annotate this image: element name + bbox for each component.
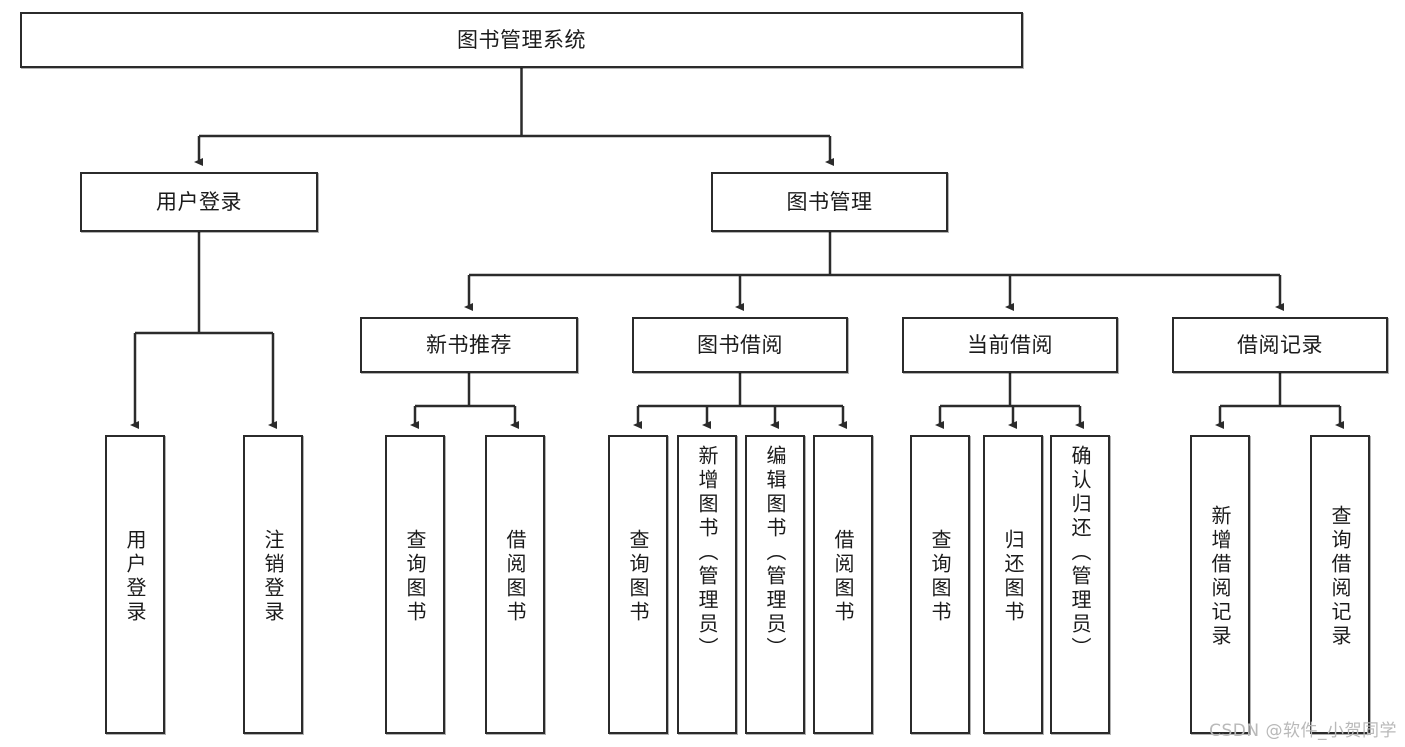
leaf-add-book-label: 新增图书（管理员） — [695, 445, 719, 661]
node-new-book-recommendation-label: 新书推荐 — [426, 332, 512, 357]
leaf-add-book[interactable]: 新增图书（管理员） — [677, 435, 737, 734]
leaf-borrow-book-1-label: 借阅图书 — [503, 529, 527, 625]
leaf-return-book[interactable]: 归还图书 — [983, 435, 1043, 734]
node-root-label: 图书管理系统 — [457, 27, 586, 52]
leaf-borrow-book-2[interactable]: 借阅图书 — [813, 435, 873, 734]
node-new-book-recommendation[interactable]: 新书推荐 — [360, 317, 578, 373]
node-current-borrow-label: 当前借阅 — [967, 332, 1053, 357]
node-user-login[interactable]: 用户登录 — [80, 172, 318, 232]
leaf-query-book-1[interactable]: 查询图书 — [385, 435, 445, 734]
leaf-logout[interactable]: 注销登录 — [243, 435, 303, 734]
leaf-borrow-book-1[interactable]: 借阅图书 — [485, 435, 545, 734]
leaf-query-book-3-label: 查询图书 — [928, 529, 952, 625]
node-book-management-label: 图书管理 — [786, 189, 873, 214]
node-book-borrow[interactable]: 图书借阅 — [632, 317, 848, 373]
leaf-logout-label: 注销登录 — [261, 529, 285, 625]
leaf-user-login[interactable]: 用户登录 — [105, 435, 165, 734]
leaf-edit-book[interactable]: 编辑图书（管理员） — [745, 435, 805, 734]
leaf-confirm-return[interactable]: 确认归还（管理员） — [1050, 435, 1110, 734]
node-borrow-record[interactable]: 借阅记录 — [1172, 317, 1388, 373]
leaf-edit-book-label: 编辑图书（管理员） — [763, 445, 787, 661]
node-book-borrow-label: 图书借阅 — [697, 332, 783, 357]
leaf-query-book-2-label: 查询图书 — [626, 529, 650, 625]
leaf-user-login-label: 用户登录 — [123, 529, 147, 625]
leaf-borrow-book-2-label: 借阅图书 — [831, 529, 855, 625]
leaf-return-book-label: 归还图书 — [1001, 529, 1025, 625]
leaf-query-book-2[interactable]: 查询图书 — [608, 435, 668, 734]
node-current-borrow[interactable]: 当前借阅 — [902, 317, 1118, 373]
leaf-query-borrow-record-label: 查询借阅记录 — [1328, 505, 1352, 649]
node-user-login-label: 用户登录 — [156, 189, 242, 214]
watermark-text: CSDN @软件_小贺同学 — [1209, 721, 1397, 741]
leaf-add-borrow-record-label: 新增借阅记录 — [1208, 505, 1232, 649]
leaf-confirm-return-label: 确认归还（管理员） — [1068, 445, 1092, 661]
leaf-query-book-3[interactable]: 查询图书 — [910, 435, 970, 734]
leaf-query-borrow-record[interactable]: 查询借阅记录 — [1310, 435, 1370, 734]
node-root[interactable]: 图书管理系统 — [20, 12, 1023, 68]
node-book-management[interactable]: 图书管理 — [711, 172, 948, 232]
leaf-add-borrow-record[interactable]: 新增借阅记录 — [1190, 435, 1250, 734]
node-borrow-record-label: 借阅记录 — [1237, 332, 1323, 357]
leaf-query-book-1-label: 查询图书 — [403, 529, 427, 625]
